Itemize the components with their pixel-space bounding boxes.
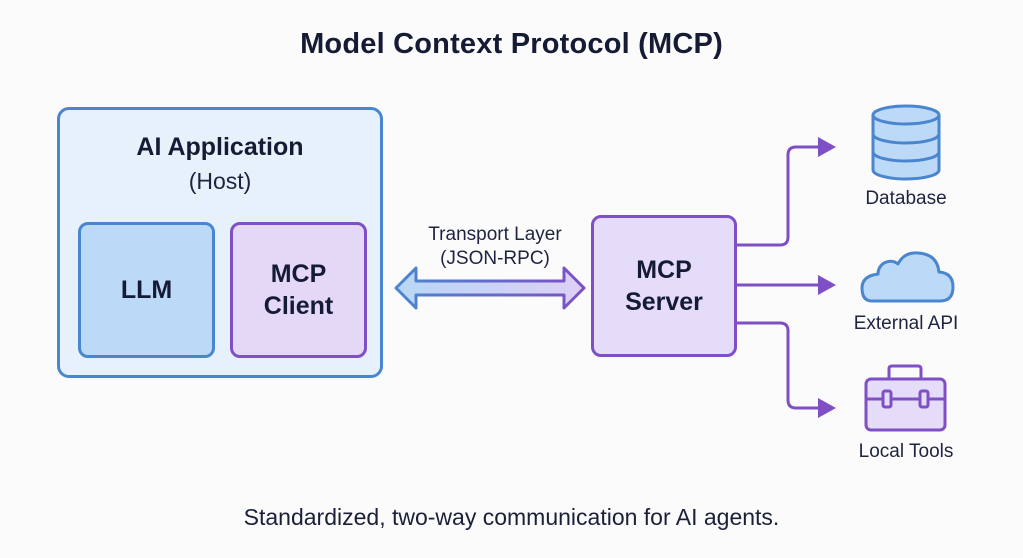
host-title: AI Application — [136, 133, 304, 161]
transport-label-line1: Transport Layer — [428, 224, 562, 245]
arrowhead-database — [818, 137, 836, 157]
mcp-client-label-line1: MCP — [270, 260, 327, 288]
transport-label: Transport Layer (JSON-RPC) — [395, 223, 595, 271]
cloud-icon — [860, 251, 955, 303]
connector-local-tools — [735, 321, 822, 410]
resource-label-database: Database — [865, 188, 947, 209]
mcp-server-box: MCP Server — [591, 215, 737, 357]
toolbox-icon — [864, 364, 947, 432]
llm-box: LLM — [78, 222, 215, 358]
arrowhead-local-tools — [818, 398, 836, 418]
resource-label-local-tools: Local Tools — [858, 441, 954, 462]
host-subtitle: (Host) — [188, 168, 252, 194]
arrowhead-external-api — [818, 275, 836, 295]
mcp-server-label-line1: MCP — [636, 256, 692, 284]
transport-label-line2: (JSON-RPC) — [440, 248, 550, 269]
connector-database — [735, 145, 822, 247]
diagram-title: Model Context Protocol (MCP) — [300, 28, 723, 60]
resource-label-external-api: External API — [853, 313, 959, 334]
tagline: Standardized, two-way communication for … — [243, 504, 780, 530]
mcp-server-label-line2: Server — [625, 288, 703, 316]
bidirectional-arrow — [394, 266, 586, 310]
mcp-client-label-line2: Client — [263, 292, 334, 320]
mcp-client-box: MCP Client — [230, 222, 367, 358]
llm-label: LLM — [120, 276, 173, 304]
database-icon — [871, 104, 941, 181]
